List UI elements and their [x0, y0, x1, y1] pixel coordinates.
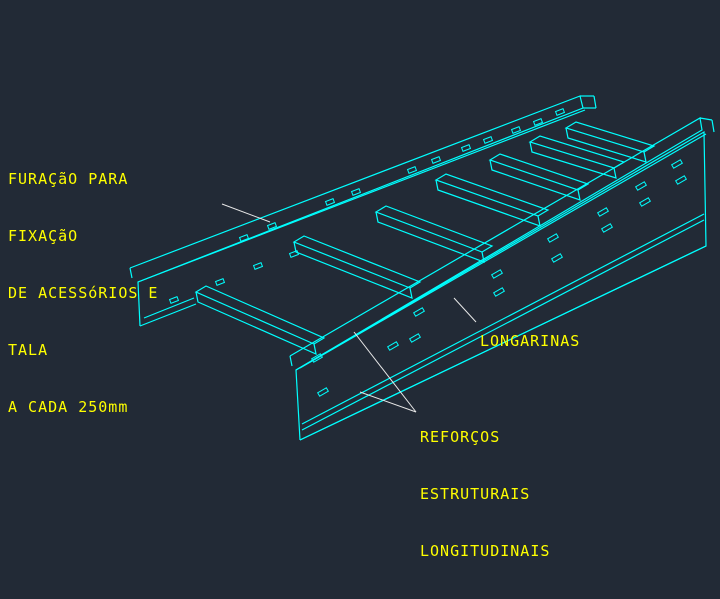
- furacao-line-3: DE ACESSóRIOS E: [8, 284, 159, 302]
- reforcos-line-2: ESTRUTURAIS: [420, 485, 531, 503]
- furacao-line-4: TALA: [8, 341, 49, 359]
- leader-lines: [221, 203, 477, 413]
- longarinas-annotation: LONGARINAS: [480, 332, 581, 350]
- furacao-line-1: FURAÇãO PARA: [8, 170, 129, 188]
- furacao-annotation: FURAÇãO PARA FIXAÇãO DE ACESSóRIOS E TAL…: [8, 132, 158, 455]
- cad-linework: [129, 95, 715, 441]
- cable-ladder-drawing: FURAÇãO PARA FIXAÇãO DE ACESSóRIOS E TAL…: [8, 95, 715, 560]
- ladder-rungs: [194, 121, 656, 356]
- furacao-line-5: A CADA 250mm: [8, 398, 129, 416]
- reforcos-line-3: LONGITUDINAIS: [420, 542, 551, 560]
- furacao-line-2: FIXAÇãO: [8, 227, 79, 245]
- back-rail-holes: [168, 108, 566, 304]
- front-side-rail: [289, 117, 715, 441]
- back-side-rail: [129, 95, 597, 327]
- front-rail-holes: [310, 159, 688, 397]
- reforcos-line-1: REFORÇOS: [420, 428, 501, 446]
- reforcos-annotation: REFORÇOS ESTRUTURAIS LONGITUDINAIS: [420, 390, 550, 599]
